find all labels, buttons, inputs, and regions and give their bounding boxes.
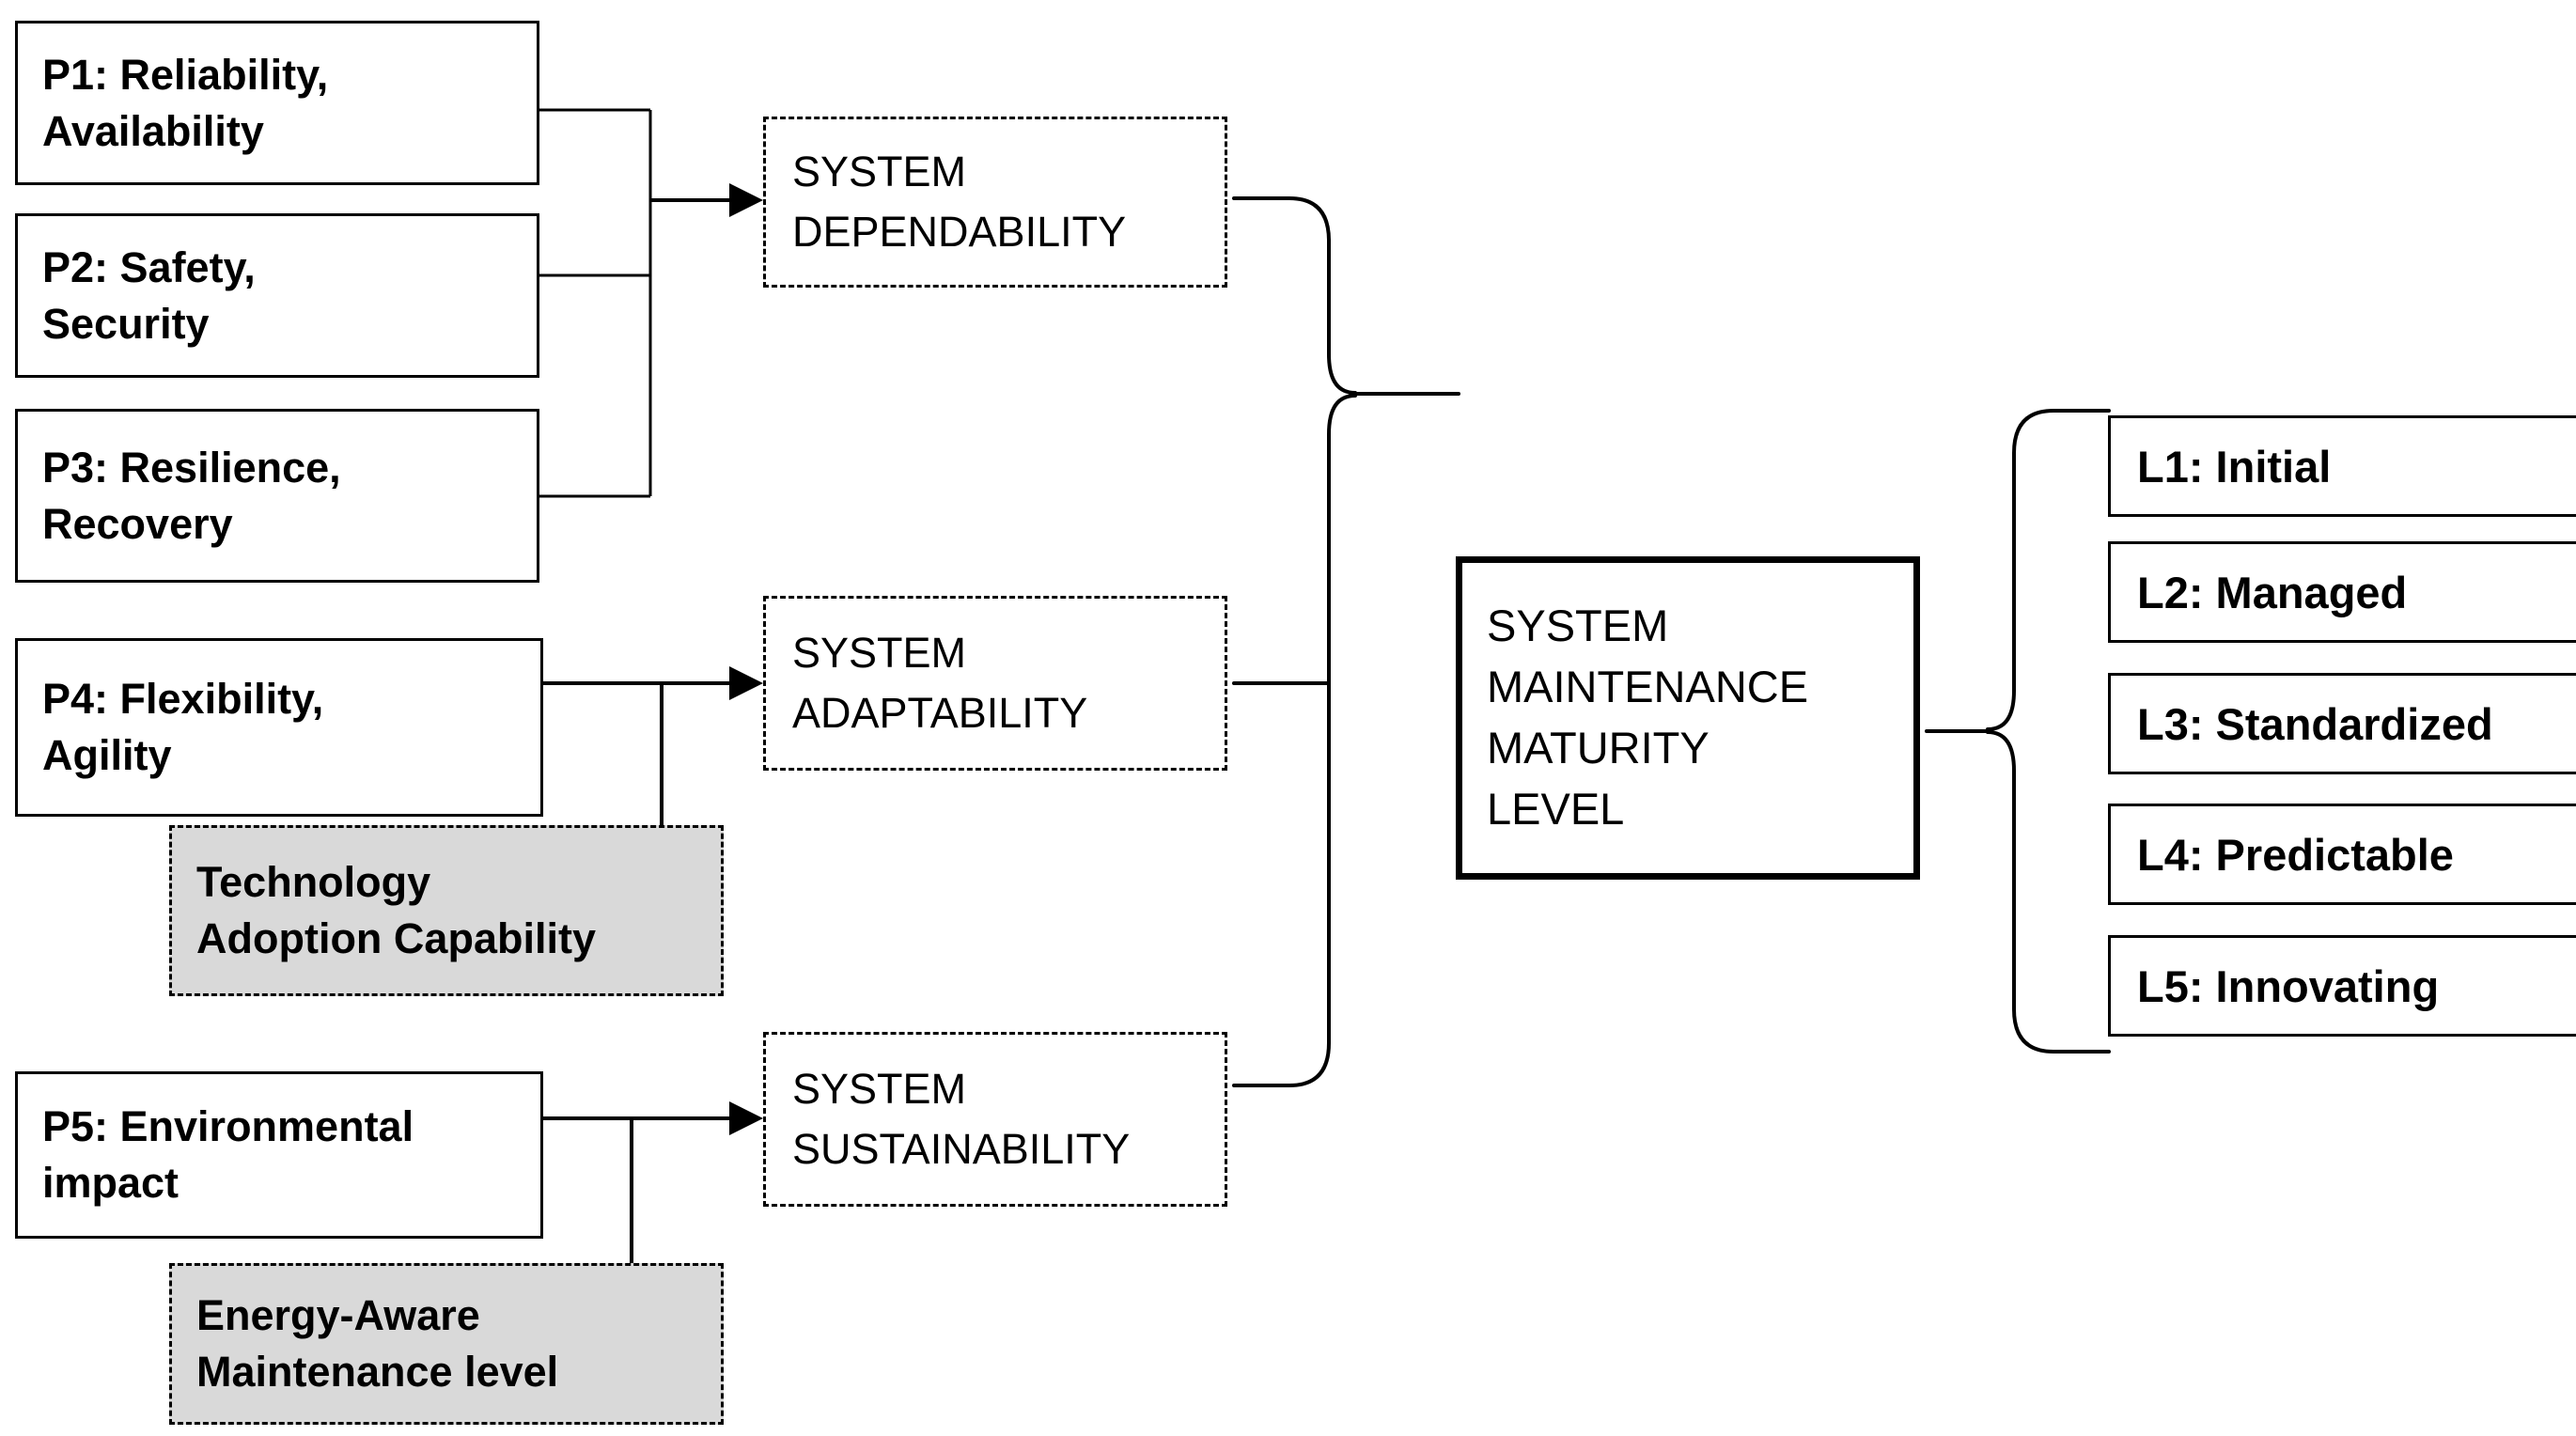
brace-center-to-levels: [1925, 409, 2111, 1054]
maturity-level-l3[interactable]: L3: Standardized: [2108, 673, 2576, 774]
energy-enabler-line-2: Maintenance level: [196, 1348, 559, 1396]
maturity-level-l4-label: L4: Predictable: [2137, 829, 2454, 880]
p4-line-2: Agility: [42, 731, 172, 779]
maturity-level-l2-label: L2: Managed: [2137, 567, 2408, 617]
performance-factor-p1[interactable]: P1: Reliability, Availability: [15, 21, 539, 185]
maturity-level-l1-label: L1: Initial: [2137, 441, 2332, 492]
energy-enabler-line-1: Energy-Aware: [196, 1291, 480, 1340]
adaptability-line-1: SYSTEM: [792, 629, 967, 678]
tech-enabler-line-1: Technology: [196, 858, 431, 907]
sustainability-line-1: SYSTEM: [792, 1065, 967, 1114]
p1-line-2: Availability: [42, 106, 264, 155]
brace-dimensions-to-center: [1232, 196, 1460, 1087]
performance-factor-p4[interactable]: P4: Flexibility, Agility: [15, 638, 543, 817]
adaptability-line-2: ADAPTABILITY: [792, 689, 1088, 737]
p2-line-1: P2: Safety,: [42, 242, 256, 291]
bracket-dependability: [539, 108, 652, 498]
central-system-maintenance-maturity-level[interactable]: SYSTEM MAINTENANCE MATURITY LEVEL: [1456, 556, 1920, 880]
maturity-level-l2[interactable]: L2: Managed: [2108, 541, 2576, 643]
maturity-level-l4[interactable]: L4: Predictable: [2108, 804, 2576, 905]
maturity-level-l3-label: L3: Standardized: [2137, 698, 2493, 749]
dependability-line-2: DEPENDABILITY: [792, 208, 1127, 256]
maturity-level-l5[interactable]: L5: Innovating: [2108, 935, 2576, 1037]
enabler-energy-aware-maintenance-level[interactable]: Energy-Aware Maintenance level: [169, 1263, 724, 1425]
center-line-1: SYSTEM: [1487, 601, 1669, 651]
p1-line-1: P1: Reliability,: [42, 50, 329, 99]
tech-enabler-line-2: Adoption Capability: [196, 914, 596, 962]
p4-line-1: P4: Flexibility,: [42, 675, 324, 724]
p2-line-2: Security: [42, 299, 210, 348]
performance-factor-p3[interactable]: P3: Resilience, Recovery: [15, 409, 539, 583]
p3-line-1: P3: Resilience,: [42, 443, 341, 492]
dimension-system-dependability[interactable]: SYSTEM DEPENDABILITY: [763, 117, 1227, 288]
center-line-4: LEVEL: [1487, 783, 1625, 834]
dimension-system-sustainability[interactable]: SYSTEM SUSTAINABILITY: [763, 1032, 1227, 1207]
p5-line-1: P5: Environmental: [42, 1102, 414, 1151]
sustainability-line-2: SUSTAINABILITY: [792, 1125, 1131, 1173]
center-line-3: MATURITY: [1487, 723, 1710, 773]
performance-factor-p5[interactable]: P5: Environmental impact: [15, 1071, 543, 1239]
maturity-level-l5-label: L5: Innovating: [2137, 960, 2440, 1011]
dependability-line-1: SYSTEM: [792, 148, 967, 196]
p5-line-2: impact: [42, 1159, 180, 1207]
center-line-2: MAINTENANCE: [1487, 662, 1809, 712]
dimension-system-adaptability[interactable]: SYSTEM ADAPTABILITY: [763, 596, 1227, 771]
enabler-technology-adoption-capability[interactable]: Technology Adoption Capability: [169, 825, 724, 996]
maturity-level-l1[interactable]: L1: Initial: [2108, 415, 2576, 517]
p3-line-2: Recovery: [42, 499, 233, 548]
performance-factor-p2[interactable]: P2: Safety, Security: [15, 213, 539, 378]
